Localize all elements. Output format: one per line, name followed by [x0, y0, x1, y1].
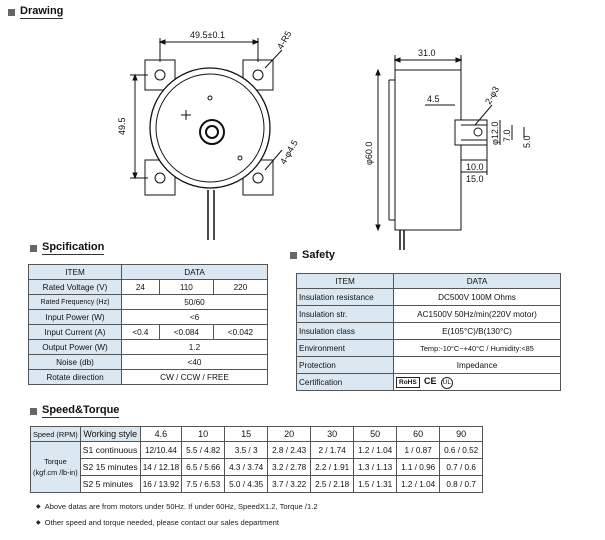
table-row: Rotate direction CW / CCW / FREE — [28, 369, 268, 385]
ce-mark: CE — [423, 375, 437, 386]
spec-heading: Spcification — [30, 241, 105, 255]
speed-torque-table: Speed (RPM) Working style 4.6 10 15 20 3… — [30, 426, 484, 493]
table-row: Insulation resistance DC500V 100M Ohms — [296, 288, 561, 306]
dim-d12: φ12.0 — [490, 122, 500, 145]
bullet-square-icon — [30, 407, 37, 415]
rohs-badge: RoHS — [396, 376, 420, 388]
dim-side-width: 31.0 — [418, 48, 436, 58]
dim-hole-bottom: 4-φ4.5 — [278, 138, 300, 166]
working-style-header: Working style — [79, 426, 141, 442]
bullet-square-icon — [30, 244, 37, 252]
table-row: Certification RoHS CE UL — [296, 373, 561, 391]
motor-drawing: 49.5±0.1 4-R5 49.5 4-φ4.5 31.0 φ60.0 4.5… — [117, 29, 532, 250]
speed-rpm-header: Speed (RPM) — [30, 426, 81, 442]
table-row: S2 5 minutes 16 / 13.92 7.5 / 6.53 5.0 /… — [31, 475, 484, 493]
table-row: Torque (kgf.cm /lb-in) S1 continuous 12/… — [30, 441, 484, 493]
bullet-square-icon — [8, 8, 15, 16]
dim-shaft-d: 2-φ3 — [483, 85, 501, 106]
table-row: Speed (RPM) Working style 4.6 10 15 20 3… — [30, 426, 484, 442]
table-row: Insulation str. AC1500V 50Hz/min(220V mo… — [296, 305, 561, 323]
speed-heading: Speed&Torque — [30, 404, 120, 418]
table-row: Output Power (W) 1.2 — [28, 339, 268, 355]
table-row: Rated Frequency (Hz) 50/60 — [28, 294, 268, 310]
safety-header-data: DATA — [393, 273, 561, 289]
bullet-square-icon — [290, 251, 297, 259]
table-row: Input Current (A) <0.4 <0.084 <0.042 — [28, 324, 269, 340]
drawing-heading: Drawing — [8, 5, 64, 19]
spec-table: ITEM DATA Rated Voltage (V) 24 110 220 R… — [28, 264, 269, 385]
note-frequency: ◆ Above datas are from motors under 50Hz… — [36, 502, 318, 511]
table-row: Input Power (W) <6 — [28, 309, 268, 325]
dim-len10: 10.0 — [466, 162, 484, 172]
dim-left-height: 49.5 — [117, 117, 127, 135]
spec-header-data: DATA — [121, 264, 268, 280]
bullet-dot-icon: ◆ — [36, 504, 41, 510]
dim-shaft-len: 4.5 — [427, 94, 440, 104]
table-row: S2 15 minutes 14 / 12.18 6.5 / 5.66 4.3 … — [31, 458, 484, 476]
dim-hole-top: 4-R5 — [275, 29, 293, 51]
safety-heading: Safety — [290, 249, 335, 261]
bullet-dot-icon: ◆ — [36, 520, 41, 526]
ul-mark: UL — [440, 376, 453, 389]
dim-d7: 7.0 — [502, 129, 512, 142]
dim-len15: 15.0 — [466, 174, 484, 184]
spec-header-item: ITEM — [28, 264, 122, 280]
table-row: Protection Impedance — [296, 356, 561, 374]
table-row: Environment Temp:-10°C~+40°C / Humidity:… — [296, 339, 561, 357]
note-contact: ◆ Other speed and torque needed, please … — [36, 518, 279, 527]
safety-header-item: ITEM — [296, 273, 394, 289]
dim-d5: 5.0 — [522, 135, 532, 148]
table-row: Rated Voltage (V) 24 110 220 — [28, 279, 269, 295]
table-row: Insulation class E(105°C)/B(130°C) — [296, 322, 561, 340]
dim-diameter: φ60.0 — [364, 142, 374, 165]
dim-top-width: 49.5±0.1 — [190, 30, 225, 40]
safety-table: ITEM DATA Insulation resistance DC500V 1… — [296, 273, 561, 391]
table-row: Noise (db) <40 — [28, 354, 268, 370]
